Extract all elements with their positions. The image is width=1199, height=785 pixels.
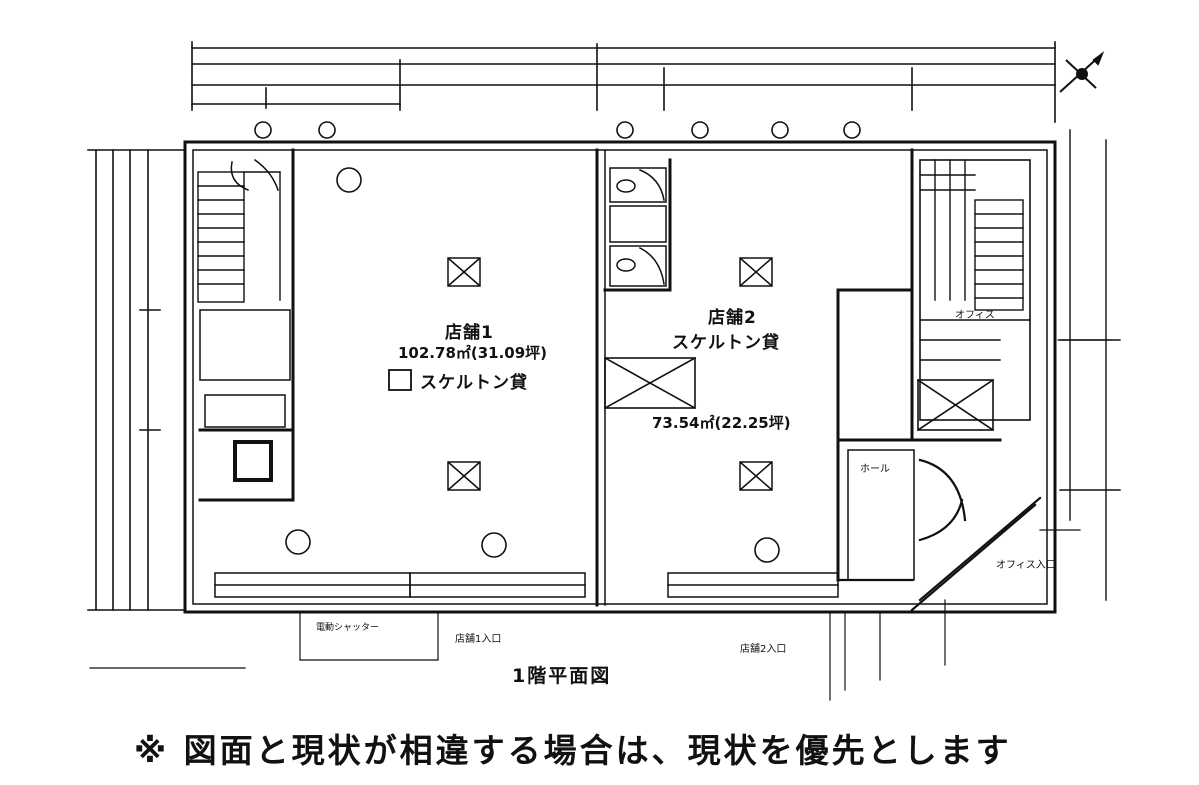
office-entrance-label: オフィス入口 bbox=[996, 560, 1056, 571]
fire-extinguisher-icon bbox=[318, 121, 336, 139]
office-room-label: オフィス bbox=[955, 310, 995, 321]
fire-equipment-symbols bbox=[254, 121, 861, 563]
fire-extinguisher-icon bbox=[481, 532, 507, 558]
column-x-icon bbox=[447, 461, 481, 491]
fire-extinguisher-icon bbox=[843, 121, 861, 139]
shutter-label: 電動シャッター bbox=[316, 623, 380, 633]
partition-walls bbox=[198, 148, 1002, 607]
elevator-shafts bbox=[603, 356, 995, 432]
fire-extinguisher-icon bbox=[616, 121, 634, 139]
column-markers bbox=[447, 257, 773, 491]
storefront-sash bbox=[214, 572, 839, 598]
left-dimension-lines bbox=[87, 149, 186, 611]
fire-extinguisher-icon bbox=[336, 167, 362, 193]
store1-entrance-label: 店舗1入口 bbox=[455, 634, 502, 645]
store2-area: 73.54㎡(22.25坪) bbox=[652, 414, 791, 432]
store2-label: 店舗2 bbox=[708, 308, 757, 328]
fire-extinguisher-icon bbox=[754, 537, 780, 563]
column-x-icon bbox=[447, 257, 481, 287]
fire-extinguisher-icon bbox=[254, 121, 272, 139]
left-utility-rooms bbox=[199, 158, 291, 482]
office-entrance-walls bbox=[836, 449, 1042, 612]
left-staircase bbox=[197, 171, 281, 303]
column-x-icon bbox=[739, 257, 773, 287]
column-x-icon bbox=[739, 461, 773, 491]
store2-type: スケルトン貸 bbox=[672, 333, 780, 353]
legend-box bbox=[388, 369, 412, 391]
annotation-leaders bbox=[89, 339, 1111, 701]
floor-plan-title: 1階平面図 bbox=[512, 665, 612, 687]
notice-text: ※ 図面と現状が相違する場合は、現状を優先とします bbox=[134, 731, 1012, 770]
north-arrow-icon bbox=[1059, 51, 1105, 93]
toilet-rooms bbox=[609, 167, 667, 287]
fire-extinguisher-icon bbox=[691, 121, 709, 139]
top-dimension-lines bbox=[191, 41, 1056, 123]
store1-label: 店舗1 bbox=[445, 323, 494, 343]
store1-area: 102.78㎡(31.09坪) bbox=[398, 344, 548, 362]
outer-walls bbox=[183, 140, 1057, 614]
store2-entrance-label: 店舗2入口 bbox=[740, 644, 787, 655]
fire-extinguisher-icon bbox=[771, 121, 789, 139]
store1-type: スケルトン貸 bbox=[420, 373, 528, 393]
hall-label: ホール bbox=[860, 464, 890, 475]
fire-extinguisher-icon bbox=[285, 529, 311, 555]
right-staircase bbox=[919, 159, 1031, 421]
